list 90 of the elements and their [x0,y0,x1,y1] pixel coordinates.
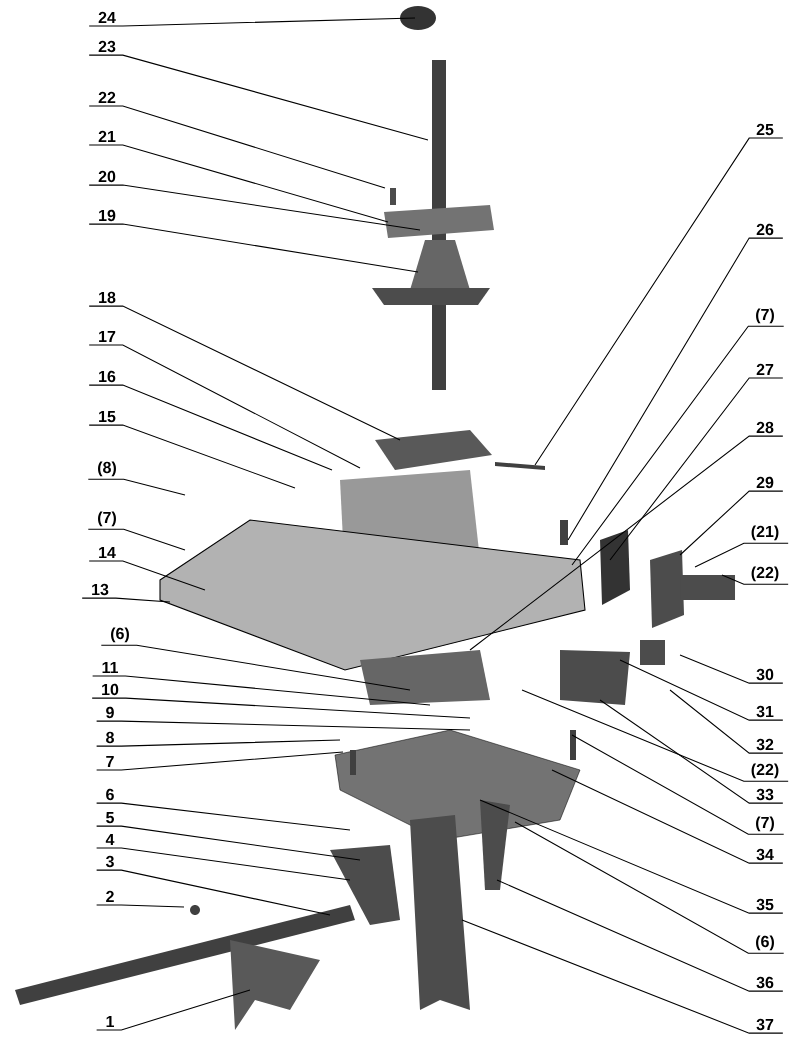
leader-line [571,325,785,566]
callout-number: 29 [756,476,774,489]
leader-line [534,137,784,466]
callout-number: 3 [105,855,114,868]
callout-number: 10 [102,683,119,696]
callout-number: (6) [111,627,129,643]
leader-line [88,54,429,141]
leader-line [88,344,361,469]
callout-number: 30 [756,668,774,681]
leader-line [88,424,296,489]
leader-line [609,377,784,561]
leader-line [551,769,784,864]
callout-number: (7) [756,816,774,832]
leader-line [96,904,185,908]
leader-line [96,802,351,831]
callout-number: 6 [106,788,114,801]
leader-line [88,305,401,441]
callout-number: 2 [106,890,114,902]
callout-number: 7 [106,756,114,767]
leader-line [496,879,784,992]
leader-line [100,644,411,691]
leader-line [679,490,784,556]
callout-number: 20 [98,170,116,183]
callout-number: (7) [756,308,774,324]
callout-number: 13 [92,583,109,596]
callout-number: 28 [756,421,774,434]
callout-number: 9 [106,706,114,719]
leader-line [92,675,431,706]
leader-line [96,739,341,747]
callout-number: (22) [751,763,779,779]
leader-line [96,720,471,731]
callout-number: 18 [99,291,116,304]
leader-line [88,144,389,223]
callout-number: 32 [756,738,774,751]
callout-number: 34 [756,848,774,861]
leader-line [679,654,784,684]
leader-line [81,597,171,603]
callout-number: 11 [102,662,118,673]
leader-line [88,17,416,27]
callout-number: 31 [756,705,774,718]
leader-line [694,542,789,568]
callout-number: 21 [98,130,116,142]
leader-line [721,574,789,585]
callout-number: 8 [106,731,114,744]
leader-line [88,560,206,591]
callout-number: 17 [99,331,116,342]
leader-line [96,869,331,916]
leader-line [88,384,333,471]
leader-line [87,528,186,551]
leader-line [461,919,784,1034]
callout-number: 1 [106,1016,114,1027]
callout-number: 26 [756,223,774,236]
callout-number: 22 [98,91,116,103]
leader-line [88,223,419,273]
leader-line [91,697,471,719]
leader-line [96,825,361,861]
callout-number: 24 [98,11,116,23]
callout-number: 19 [99,209,116,222]
callout-number: 37 [756,1018,774,1031]
leader-line [96,989,251,1031]
callout-number: 14 [99,547,116,558]
callout-number: 4 [105,834,115,845]
leader-line [88,105,386,189]
callout-number: (6) [756,935,774,951]
leader-line [619,659,784,721]
callout-number: (7) [98,511,116,527]
leader-line [88,184,421,231]
callout-number: 25 [756,123,774,136]
callout-number: 5 [106,812,114,824]
callout-number: 16 [99,370,116,383]
leader-line [571,734,785,835]
callout-number: 33 [756,788,774,801]
leader-line [87,478,186,496]
callout-number: 36 [756,976,774,989]
leader-line [469,435,784,651]
callout-number: 15 [99,411,116,423]
callout-number: 35 [756,898,774,911]
leader-line [96,751,344,771]
callout-number: 23 [98,40,116,53]
leader-line [514,821,785,954]
leader-line [479,799,784,914]
leader-line [599,699,784,804]
callout-number: (21) [751,525,779,541]
callout-number: (22) [751,566,779,582]
leader-line [521,689,789,782]
leader-line [669,689,784,754]
callout-number: 27 [756,363,774,375]
leader-line [567,237,784,541]
leader-line [96,847,351,881]
callout-number: (8) [98,461,116,477]
